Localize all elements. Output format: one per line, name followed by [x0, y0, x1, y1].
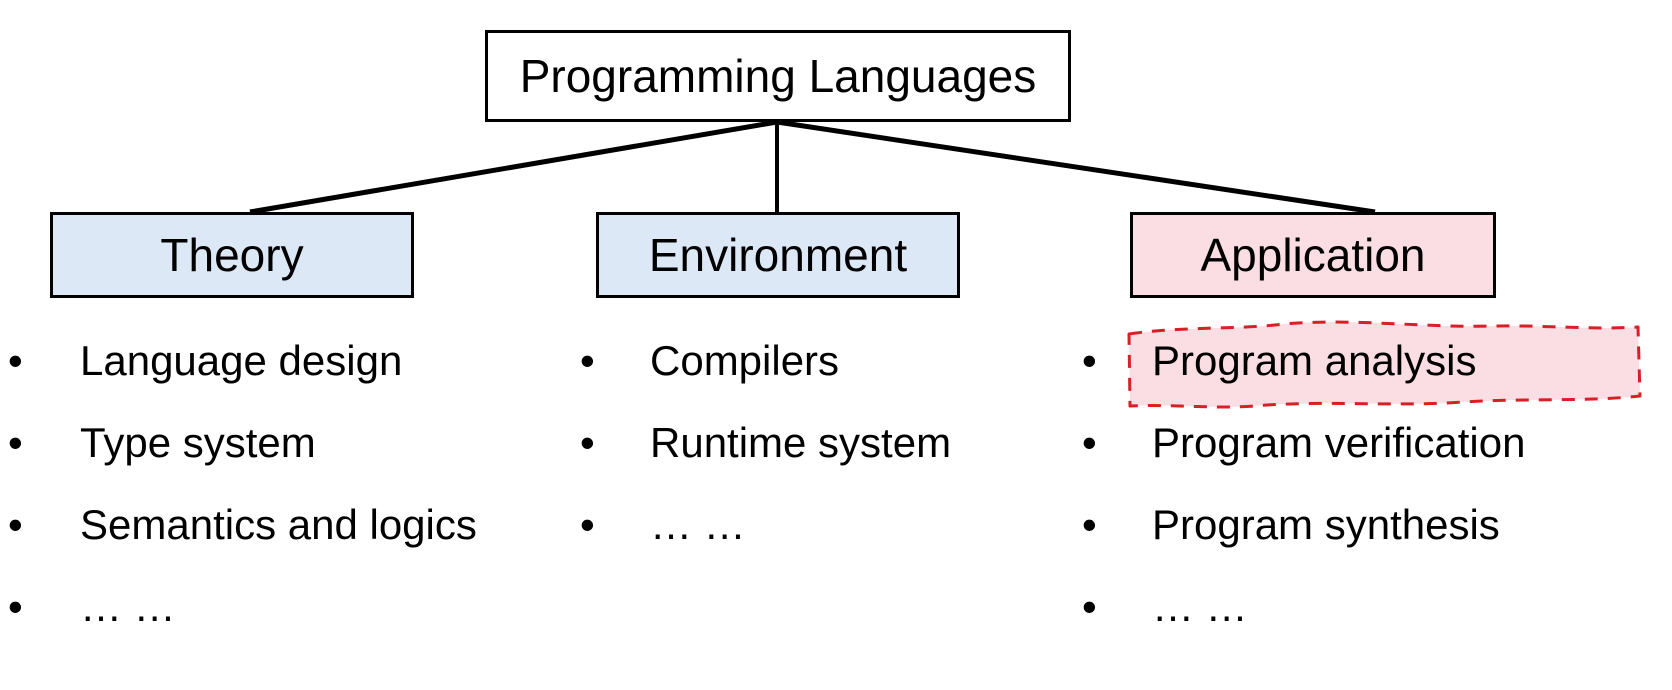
list-item[interactable]: • … …: [566, 504, 1086, 586]
list-item-label: Program analysis: [1152, 337, 1477, 384]
bullet-point-icon: •: [580, 337, 595, 384]
node-label-application: Application: [1200, 229, 1426, 281]
bullet-point-icon: •: [8, 419, 23, 466]
list-item-label: Semantics and logics: [80, 501, 477, 548]
list-item-label: Compilers: [650, 337, 840, 384]
node-label-theory: Theory: [160, 229, 304, 281]
node-label-root: Programming Languages: [519, 50, 1037, 102]
list-item-label: Language design: [80, 337, 403, 384]
list-item[interactable]: • Type system: [0, 422, 560, 504]
list-item[interactable]: • … …: [1068, 586, 1672, 668]
connector-root-to-theory: [249, 119, 778, 215]
bullet-point-icon: •: [580, 501, 595, 548]
connector-root-to-application: [776, 119, 1376, 215]
list-item[interactable]: • Runtime system: [566, 422, 1086, 504]
bullet-point-icon: •: [1082, 419, 1097, 466]
bullet-list-environment: • Compilers • Runtime system • … …: [566, 340, 1086, 586]
bullet-point-icon: •: [1082, 337, 1097, 384]
list-item[interactable]: • Program synthesis: [1068, 504, 1672, 586]
list-item-label: Program verification: [1152, 419, 1526, 466]
bullet-list-application: • Program analysis • Program verificatio…: [1068, 320, 1672, 668]
list-item-label: … …: [80, 583, 176, 630]
node-environment[interactable]: Environment: [596, 212, 960, 298]
list-item-label: … …: [1152, 583, 1248, 630]
list-item[interactable]: • Language design: [0, 340, 560, 422]
node-programming-languages[interactable]: Programming Languages: [485, 30, 1071, 122]
node-theory[interactable]: Theory: [50, 212, 414, 298]
list-item-highlighted[interactable]: • Program analysis: [1068, 320, 1672, 422]
bullet-point-icon: •: [1082, 501, 1097, 548]
list-item[interactable]: • … …: [0, 586, 560, 668]
list-item-label: Type system: [80, 419, 316, 466]
bullet-point-icon: •: [8, 501, 23, 548]
node-application[interactable]: Application: [1130, 212, 1496, 298]
bullet-point-icon: •: [580, 419, 595, 466]
list-item-label: … …: [650, 501, 746, 548]
list-item-label: Runtime system: [650, 419, 952, 466]
bullet-point-icon: •: [8, 583, 23, 630]
bullet-point-icon: •: [8, 337, 23, 384]
bullet-point-icon: •: [1082, 583, 1097, 630]
list-item-label: Program synthesis: [1152, 501, 1500, 548]
list-item[interactable]: • Compilers: [566, 340, 1086, 422]
bullet-list-theory: • Language design • Type system • Semant…: [0, 340, 560, 668]
list-item[interactable]: • Program verification: [1068, 422, 1672, 504]
list-item[interactable]: • Semantics and logics: [0, 504, 560, 586]
node-label-environment: Environment: [648, 229, 908, 281]
